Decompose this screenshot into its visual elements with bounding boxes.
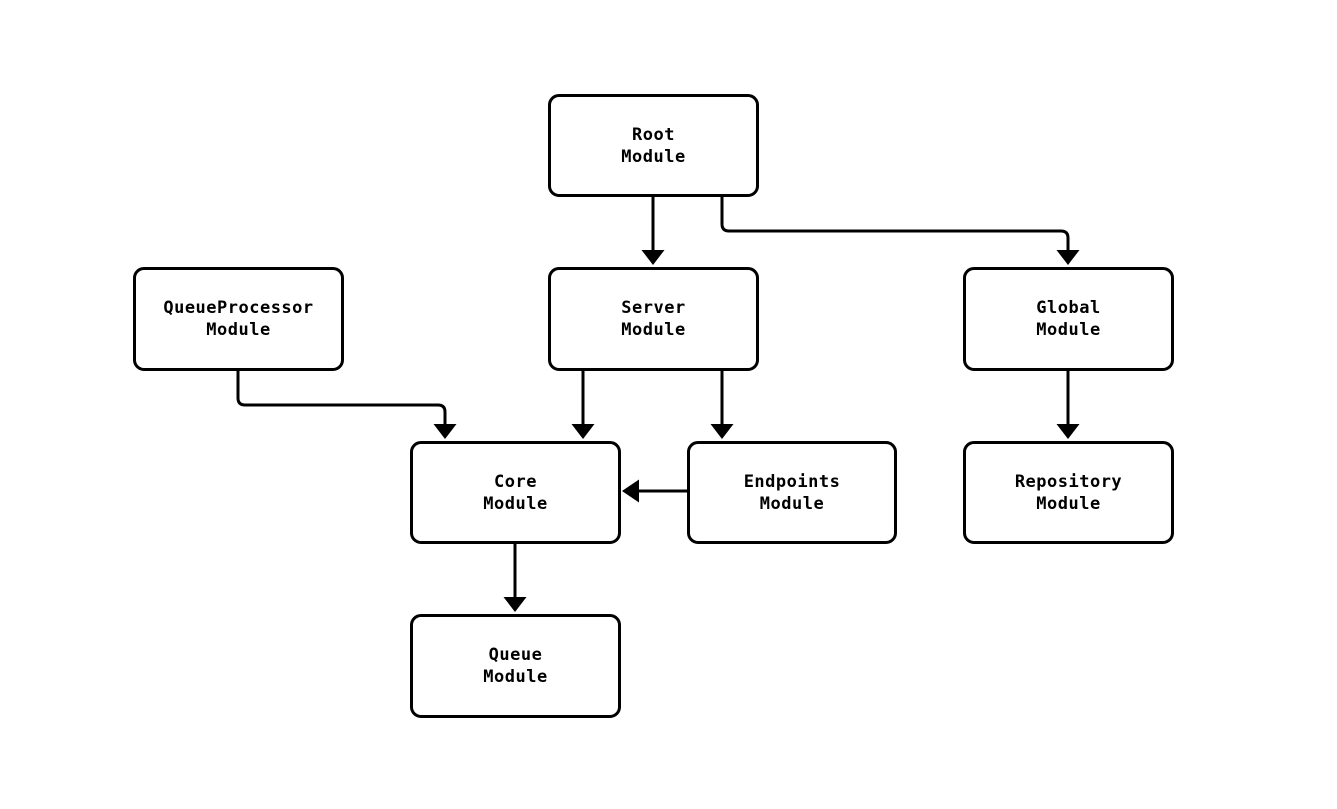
node-queue-label-line2: Module xyxy=(483,667,548,687)
node-core-label-line2: Module xyxy=(483,493,548,514)
node-queueprocessor[interactable]: QueueProcessor Module xyxy=(133,267,344,371)
edge-queueprocessor-to-core xyxy=(236,371,447,426)
node-server-label-line2: Module xyxy=(621,320,686,340)
node-root-label-line1: Root xyxy=(632,124,675,145)
edge-server-to-core-arrowhead xyxy=(571,424,595,439)
node-root-label-line2: Module xyxy=(621,146,686,167)
node-repository[interactable]: Repository Module xyxy=(963,441,1174,544)
edge-queueprocessor-to-core-arrowhead xyxy=(433,424,457,439)
node-queueprocessor-label-line2: Module xyxy=(206,320,271,340)
node-core-label-line1: Core xyxy=(494,471,537,492)
edge-core-to-queue-arrowhead xyxy=(503,597,527,612)
node-repository-label-line1: Repository xyxy=(1014,471,1123,492)
node-global-label-line2: Module xyxy=(1036,320,1101,340)
node-queue[interactable]: Queue Module xyxy=(410,614,621,718)
node-endpoints-label-line1: Endpoints xyxy=(743,471,841,492)
node-endpoints[interactable]: Endpoints Module xyxy=(687,441,897,544)
node-global[interactable]: Global Module xyxy=(963,267,1174,371)
edge-root-to-server-arrowhead xyxy=(641,250,665,265)
edge-root-to-global xyxy=(720,197,1070,252)
edge-server-to-endpoints-arrowhead xyxy=(710,424,734,439)
edge-endpoints-to-core-arrowhead xyxy=(622,479,639,503)
node-endpoints-label-line2: Module xyxy=(759,493,825,514)
node-queueprocessor-label-line1: QueueProcessor xyxy=(163,298,314,318)
node-queue-label-line1: Queue xyxy=(488,645,543,665)
node-server-label-line1: Server xyxy=(621,298,686,318)
node-core[interactable]: Core Module xyxy=(410,441,621,544)
node-global-label-line1: Global xyxy=(1036,298,1101,318)
node-repository-label-line2: Module xyxy=(1036,493,1101,514)
edge-global-to-repository-arrowhead xyxy=(1056,424,1080,439)
node-server[interactable]: Server Module xyxy=(548,267,759,371)
node-root[interactable]: Root Module xyxy=(548,94,759,197)
edge-root-to-global-arrowhead xyxy=(1056,250,1080,265)
